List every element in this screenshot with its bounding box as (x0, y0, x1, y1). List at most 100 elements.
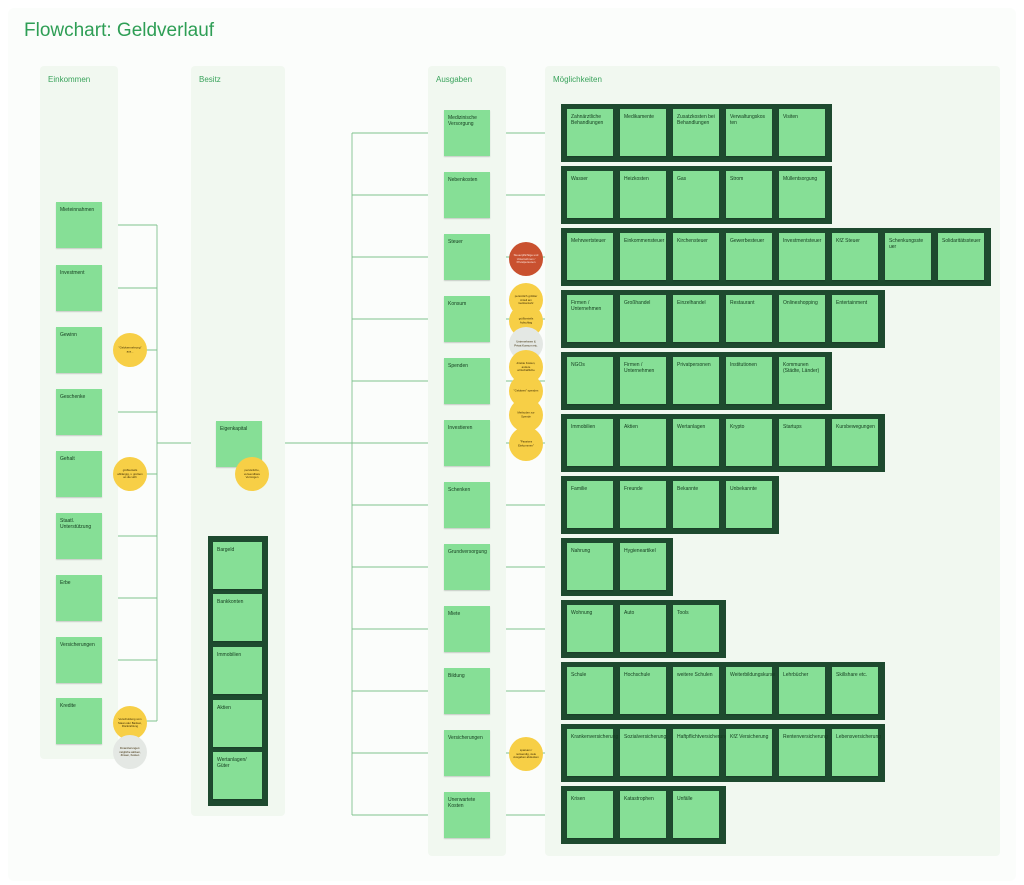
sticky-note-label: Medikamente (624, 114, 655, 120)
income-note-2[interactable]: Gewinn (56, 327, 102, 373)
option-note-8-2[interactable]: Tools (673, 605, 719, 652)
option-note-11-2[interactable]: Unfälle (673, 791, 719, 838)
option-note-10-5[interactable]: Lebensversicherung (832, 729, 881, 776)
asset-note-4[interactable]: Wertanlagen/ Güter (213, 752, 262, 799)
sticky-note-label: Heizkosten (624, 176, 649, 182)
option-note-0-2[interactable]: Zusatzkosten bei Behandlungen (673, 109, 719, 156)
option-note-10-4[interactable]: Rentenversicherung (779, 729, 828, 776)
note-bubble-2[interactable]: Verschuldung vom Staat oder Banken, Rück… (113, 706, 147, 740)
option-note-2-4[interactable]: Investmentsteuer (779, 233, 825, 280)
option-note-1-2[interactable]: Gas (673, 171, 719, 218)
option-note-6-1[interactable]: Freunde (620, 481, 666, 528)
note-bubble-1[interactable]: größtenteils abhängig, v. großem an die … (113, 457, 147, 491)
sticky-note-label: Katastrophen (624, 796, 654, 802)
option-note-10-0[interactable]: Krankenversicherung (567, 729, 618, 776)
option-note-5-3[interactable]: Krypto (726, 419, 772, 466)
option-note-2-3[interactable]: Gewerbesteuer (726, 233, 772, 280)
note-bubble-4[interactable]: persönliche, verwendbare Vermögen (235, 457, 269, 491)
income-note-7[interactable]: Versicherungen (56, 637, 102, 683)
expense-note-3[interactable]: Konsum (444, 296, 490, 342)
option-note-9-2[interactable]: weitere Schulen (673, 667, 719, 714)
option-note-1-3[interactable]: Strom (726, 171, 772, 218)
sticky-note-label: weitere Schulen (677, 672, 713, 678)
option-note-7-0[interactable]: Nahrung (567, 543, 613, 590)
option-note-8-1[interactable]: Auto (620, 605, 666, 652)
option-note-9-3[interactable]: Weiterbildungskurse (726, 667, 775, 714)
option-note-9-4[interactable]: Lehrbücher (779, 667, 825, 714)
sticky-note-label: Konsum (448, 301, 467, 307)
income-note-1[interactable]: Investment (56, 265, 102, 311)
option-note-4-2[interactable]: Privatpersonen (673, 357, 719, 404)
option-note-4-4[interactable]: Kommunen (Städte, Länder) (779, 357, 825, 404)
option-note-0-4[interactable]: Visiten (779, 109, 825, 156)
expense-note-7[interactable]: Grundversorgung (444, 544, 490, 590)
expense-note-8[interactable]: Miete (444, 606, 490, 652)
income-note-3[interactable]: Geschenke (56, 389, 102, 435)
option-note-4-3[interactable]: Institutionen (726, 357, 772, 404)
option-note-4-1[interactable]: Firmen / Unternehmen (620, 357, 666, 404)
sticky-note-label: Grundversorgung (448, 549, 487, 555)
expense-note-11[interactable]: Unerwartete Kosten (444, 792, 490, 838)
option-note-1-1[interactable]: Heizkosten (620, 171, 666, 218)
expense-note-2[interactable]: Steuer (444, 234, 490, 280)
option-note-2-2[interactable]: Kirchensteuer (673, 233, 719, 280)
option-note-5-2[interactable]: Wertanlagen (673, 419, 719, 466)
income-note-5[interactable]: Staatl. Unterstützung (56, 513, 102, 559)
expense-note-9[interactable]: Bildung (444, 668, 490, 714)
asset-note-0[interactable]: Bargeld (213, 542, 262, 589)
option-note-10-2[interactable]: Haftpflichtversicherung (673, 729, 728, 776)
asset-note-3[interactable]: Aktien (213, 700, 262, 747)
income-note-8[interactable]: Kredite (56, 698, 102, 744)
note-bubble-5[interactable]: Steuerpflichtige und Unternehmen / Priva… (509, 242, 543, 276)
option-note-1-0[interactable]: Wasser (567, 171, 613, 218)
option-note-5-0[interactable]: Immobilien (567, 419, 613, 466)
option-note-2-0[interactable]: Mehrwertsteuer (567, 233, 613, 280)
note-bubble-3[interactable]: Finanzierungen: mögliche aktiven, Zinsen… (113, 735, 147, 769)
option-note-0-3[interactable]: Verwaltungskos ten (726, 109, 772, 156)
option-note-3-1[interactable]: Großhandel (620, 295, 666, 342)
option-note-2-5[interactable]: KfZ Steuer (832, 233, 878, 280)
note-bubble-13[interactable]: sparsam / notwendig, viele Ausgaben abde… (509, 737, 543, 771)
option-note-6-2[interactable]: Bekannte (673, 481, 719, 528)
option-note-6-3[interactable]: Unbekannte (726, 481, 772, 528)
option-note-10-3[interactable]: KfZ Versicherung (726, 729, 772, 776)
option-note-2-1[interactable]: Einkommensteuer (620, 233, 666, 280)
asset-note-1[interactable]: Bankkonten (213, 594, 262, 641)
option-note-9-0[interactable]: Schule (567, 667, 613, 714)
expense-note-5[interactable]: Investieren (444, 420, 490, 466)
option-note-5-4[interactable]: Startups (779, 419, 825, 466)
income-note-4[interactable]: Gehalt (56, 451, 102, 497)
option-note-7-1[interactable]: Hygieneartikel (620, 543, 666, 590)
option-note-11-1[interactable]: Katastrophen (620, 791, 666, 838)
option-note-2-6[interactable]: Schenkungsste uer (885, 233, 931, 280)
option-note-11-0[interactable]: Krisen (567, 791, 613, 838)
expense-note-10[interactable]: Versicherungen (444, 730, 490, 776)
option-note-8-0[interactable]: Wohnung (567, 605, 613, 652)
expense-note-4[interactable]: Spenden (444, 358, 490, 404)
option-note-5-1[interactable]: Aktien (620, 419, 666, 466)
income-note-6[interactable]: Erbe (56, 575, 102, 621)
option-note-2-7[interactable]: Solidaritätssteuer (938, 233, 984, 280)
note-bubble-11[interactable]: Methoden zur Spende (509, 398, 543, 432)
option-note-3-2[interactable]: Einzelhandel (673, 295, 719, 342)
option-note-3-0[interactable]: Firmen / Unternehmen (567, 295, 613, 342)
note-bubble-0[interactable]: "Geldvermehrung" aus... (113, 333, 147, 367)
option-note-10-1[interactable]: Sozialversicherung (620, 729, 666, 776)
expense-note-1[interactable]: Nebenkosten (444, 172, 490, 218)
option-note-0-1[interactable]: Medikamente (620, 109, 666, 156)
option-note-9-1[interactable]: Hochschule (620, 667, 666, 714)
option-note-6-0[interactable]: Familie (567, 481, 613, 528)
option-note-4-0[interactable]: NGOs (567, 357, 613, 404)
expense-note-6[interactable]: Schenken (444, 482, 490, 528)
option-note-1-4[interactable]: Müllentsorgung (779, 171, 825, 218)
note-bubble-12[interactable]: "Passives Einkommen" (509, 427, 543, 461)
option-note-9-5[interactable]: Skillshare etc. (832, 667, 878, 714)
option-note-0-0[interactable]: Zahnärztliche Behandlungen (567, 109, 613, 156)
option-note-3-3[interactable]: Restaurant (726, 295, 772, 342)
expense-note-0[interactable]: Medizinische Versorgung (444, 110, 490, 156)
income-note-0[interactable]: Mieteinnahmen (56, 202, 102, 248)
option-note-3-4[interactable]: Onlineshopping (779, 295, 825, 342)
asset-note-2[interactable]: Immobilien (213, 647, 262, 694)
option-note-3-5[interactable]: Entertainment (832, 295, 878, 342)
option-note-5-5[interactable]: Kursbewegungen (832, 419, 878, 466)
